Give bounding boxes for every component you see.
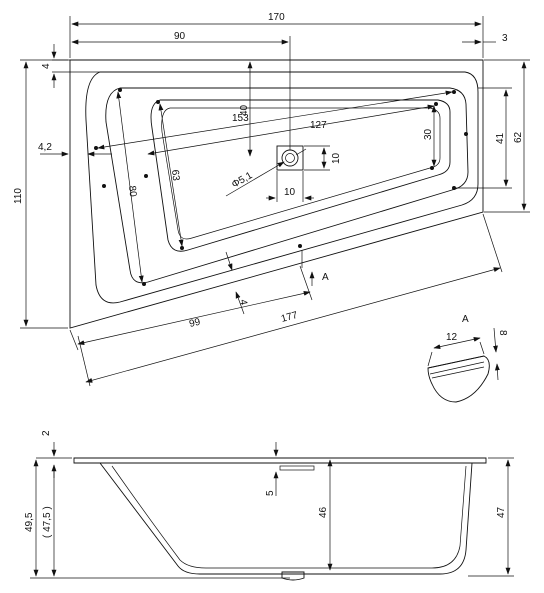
dim-inner-width-right: 41 [495,132,506,144]
dim-drain-box-h: 10 [331,152,342,164]
point-marker [156,100,160,104]
dim-drain-diameter: Φ5,1 [230,170,255,191]
point-marker [102,184,106,188]
detail-a: A 12 8 [427,314,508,403]
detail-a-title: A [462,314,469,325]
dim-basin-width-left: 63 [169,169,181,182]
point-marker [142,282,146,286]
point-marker [144,174,148,178]
tub-side-rim [73,457,487,464]
point-marker [434,102,438,106]
tub-side-body [99,462,473,575]
dim-basin-length: 127 [310,120,327,131]
dim-right-height: 47 [496,506,507,518]
point-marker [180,246,184,250]
tub-rim-contour [85,71,479,304]
tub-side-overflow [279,465,315,471]
dim-edge-right: 3 [502,33,508,44]
point-marker [464,132,468,136]
dim-drain-box-w: 10 [284,187,296,198]
point-marker [94,146,98,150]
dim-drain-offset: 90 [174,31,186,42]
point-marker [118,88,122,92]
tub-basin-floor [161,107,441,240]
dim-outer-width-right: 62 [513,131,524,143]
point-marker [298,244,302,248]
side-view: 2 49,5 ( 47,5 ) 5 46 47 [24,430,514,581]
detail-a-profile [427,355,490,403]
dim-inner-width-left: 80 [126,185,138,198]
tub-side-inner [111,465,467,569]
detail-a-width: 12 [446,332,458,343]
drain-outer [281,149,299,167]
dim-total-height: 49,5 [24,512,35,532]
tub-outer-outline [69,59,484,329]
dim-overall-width: 110 [13,188,24,204]
dim-rim-top: 2 [41,430,52,436]
dim-center-depth: 46 [318,506,329,518]
dim-inner-height: ( 47,5 ) [42,506,53,538]
dim-front-short: 99 [188,317,202,330]
dim-drain-depth: 40 [239,104,250,116]
dim-drain-height: 5 [265,490,276,496]
detail-a-height: 8 [497,330,508,336]
dim-left-edge: 4,2 [38,142,52,153]
dim-front-long: 177 [280,310,299,325]
dim-edge-top: 4 [41,63,52,69]
top-view: 170 90 3 4 110 4,2 80 63 153 [13,12,530,387]
dim-basin-width-right: 30 [423,128,434,140]
point-marker [452,186,456,190]
drain-inner [285,153,295,163]
tub-side-drain [281,571,305,581]
point-marker [430,166,434,170]
dim-rim-thickness: 4 [237,299,249,307]
dim-overall-length: 170 [268,12,285,23]
section-marker-a: A [322,272,329,283]
point-marker [452,90,456,94]
